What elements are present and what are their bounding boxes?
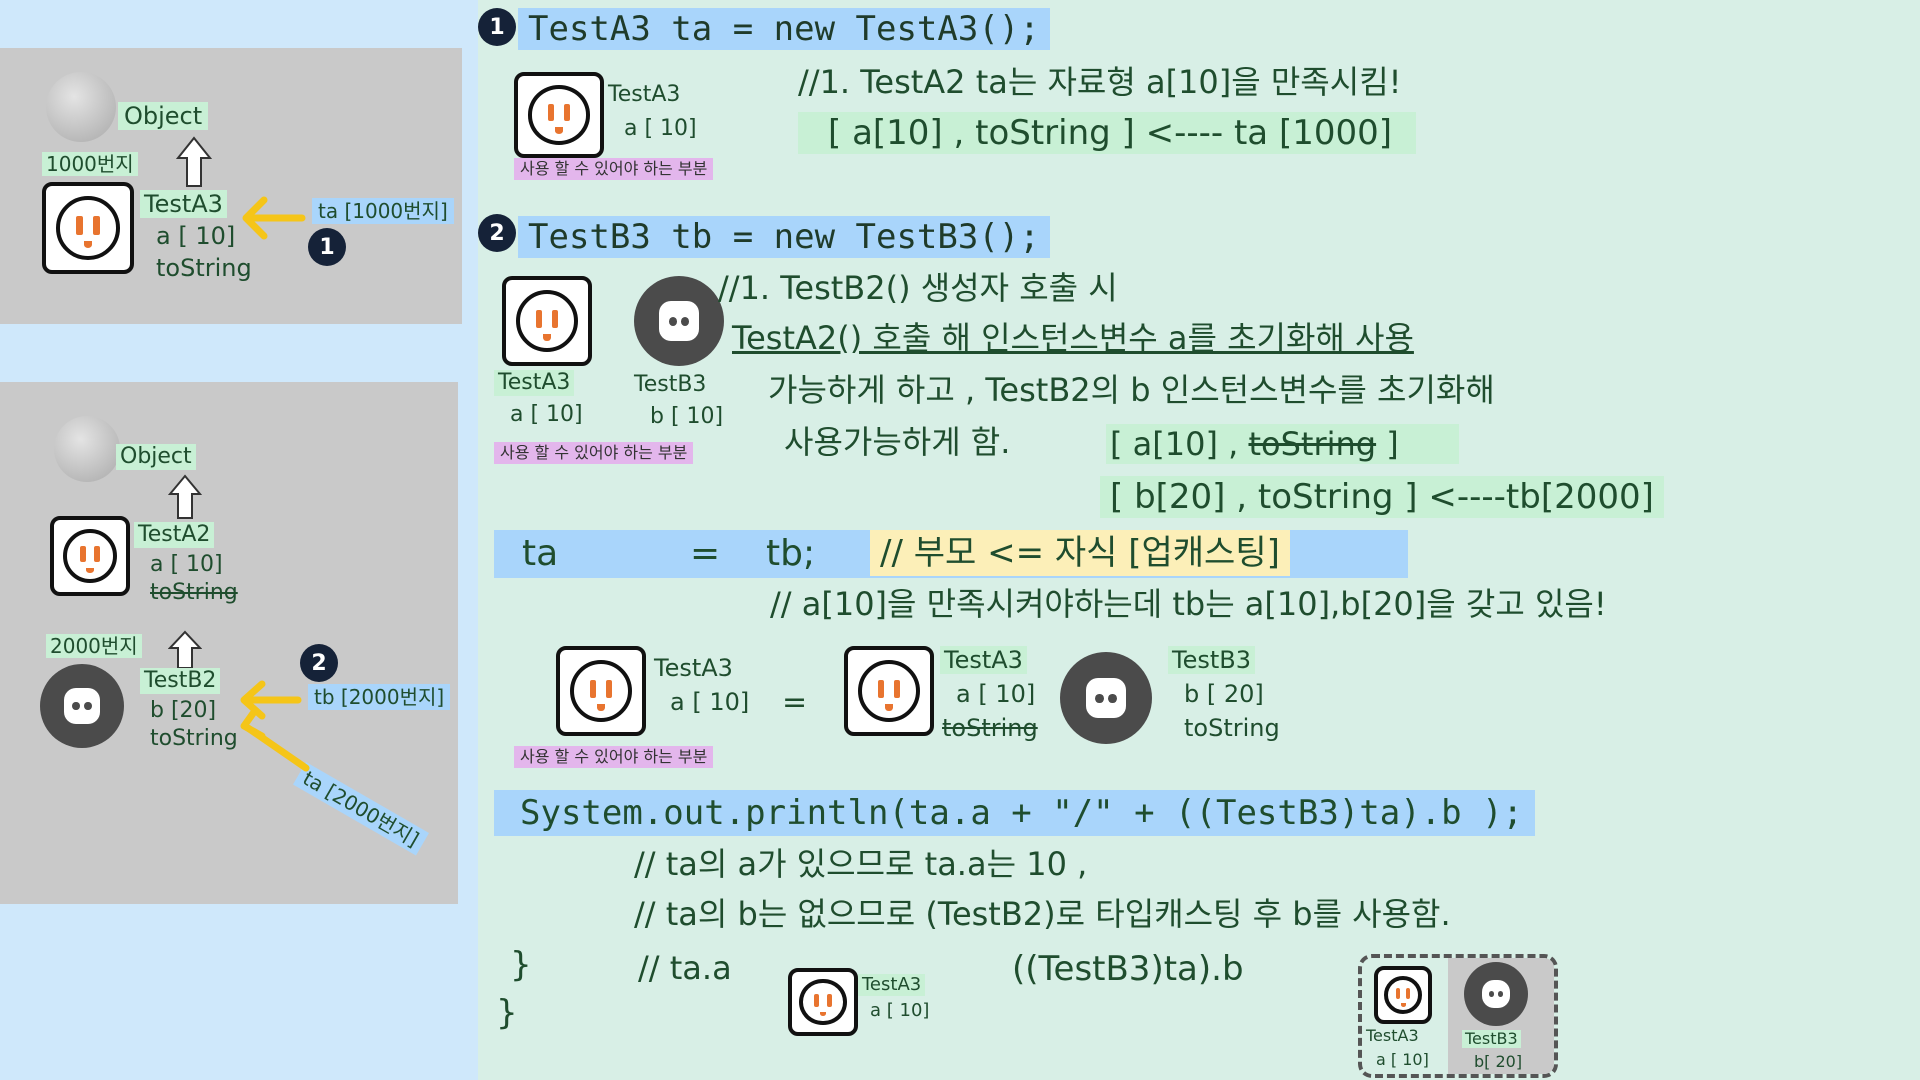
left-panel-bottom: Object TestA2 a [ 10] toString 2000번지 Te… [0,382,458,904]
compare-left-class: TestA3 [654,654,733,682]
section2-class-a: TestA3 [494,370,575,396]
section2-badge: 2 [478,214,516,252]
section2-line1: //1. TestB2() 생성자 호출 시 [718,269,1118,307]
section2-code: TestB3 tb = new TestB3(); [518,216,1050,258]
compare-right-plug-icon [1060,652,1152,744]
bracket1-post: ] [1386,425,1399,463]
ref-tb-label: tb [2000번지] [308,684,451,710]
section1-class: TestA3 [608,82,681,107]
section2-line4: 사용가능하게 함. [784,423,1011,461]
method-label: toString [156,254,252,282]
println-brace2: } [496,993,518,1033]
assign-ta: ta [522,533,559,574]
cast-field-b: b[ 20] [1474,1052,1523,1071]
println-small-field: a [ 10] [870,1000,930,1021]
method-a2-label: toString [150,580,238,605]
println-cast: ((TestB3)ta).b [1012,949,1244,989]
compare-must-label: 사용 할 수 있어야 하는 부분 [514,746,714,768]
section1-comment: //1. TestA2 ta는 자료형 a[10]을 만족시킴! [798,63,1402,101]
section2-class-b: TestB3 [634,372,707,397]
main-area: 1 TestA3 ta = new TestA3(); TestA3 a [ 1… [478,0,1920,1080]
object-label: Object [116,444,196,470]
testb2-plug-icon [40,664,124,748]
field-b-label: b [20] [150,698,217,723]
cast-plug-icon [1464,962,1528,1026]
println-outlet-icon [788,968,858,1036]
cast-field-a: a [ 10] [1376,1050,1429,1069]
object-label: Object [118,102,209,130]
section2-field-a: a [ 10] [510,402,583,427]
arrow-ta-head [242,196,268,240]
section1-outlet-icon [514,72,604,158]
cast-class-a: TestA3 [1366,1026,1419,1045]
assign-tb: tb; [766,533,816,574]
object-sphere [46,72,116,142]
field-a-label: a [ 10] [156,222,236,250]
address-label: 1000번지 [42,152,138,176]
println-code: System.out.println(ta.a + "/" + ((TestB3… [494,790,1536,836]
cast-object-box [1358,954,1558,1078]
testa2-outlet-icon [50,516,130,596]
object-sphere [54,416,120,482]
println-small-class: TestA3 [858,974,926,996]
step-badge-1: 1 [308,228,346,266]
section2-bracket2: [ b[20] , toString ] <----tb[2000] [1100,476,1664,518]
section1-field: a [ 10] [624,116,697,141]
compare-mid-method: toString [942,714,1038,742]
assign-eq: = [690,533,721,574]
address-label: 2000번지 [46,634,142,658]
class-label: TestA3 [140,190,227,218]
section2-outlet-icon [502,276,592,366]
testa3-outlet-icon [42,182,134,274]
section2-must-label: 사용 할 수 있어야 하는 부분 [494,442,694,464]
println-comment2: // ta의 b는 없으므로 (TestB2)로 타입캐스팅 후 b를 사용함. [634,895,1451,933]
compare-right-method: toString [1184,714,1280,742]
section1-bracket: [ a[10] , toString ] <---- ta [1000] [798,112,1417,154]
compare-left-field: a [ 10] [670,688,750,716]
compare-right-class: TestB3 [1168,646,1255,674]
field-a-label: a [ 10] [150,552,223,577]
compare-mid-outlet-icon [844,646,934,736]
arrow-ta2-head [240,708,266,740]
compare-mid-class: TestA3 [940,646,1027,674]
ref-label: ta [1000번지] [312,198,454,224]
compare-right-field: b [ 20] [1184,680,1264,708]
assign-comment2: // a[10]을 만족시켜야하는데 tb는 a[10],b[20]을 갖고 있… [770,585,1607,623]
step-badge-2: 2 [300,644,338,682]
assign-comment: // 부모 <= 자식 [업캐스팅] [870,530,1290,576]
cast-outlet-icon [1374,966,1432,1024]
section1-must-label: 사용 할 수 있어야 하는 부분 [514,158,714,180]
section1-badge: 1 [478,8,516,46]
class-a2-label: TestA2 [134,522,215,548]
reference-arrows [240,196,310,772]
section1-code: TestA3 ta = new TestA3(); [518,8,1050,50]
class-b2-label: TestB2 [140,668,221,694]
compare-left-outlet-icon [556,646,646,736]
method-b2-label: toString [150,726,238,751]
section2-bracket1: [ a[10] , toString ] [1106,424,1459,464]
bracket1-strike: toString [1248,425,1377,463]
left-panel-top: Object 1000번지 TestA3 a [ 10] toString ta… [0,48,462,324]
inherit-arrow-icon [167,474,203,524]
println-brace1: } [510,945,532,985]
println-comment1: // ta의 a가 있으므로 ta.a는 10 , [634,845,1088,883]
cast-class-b: TestB3 [1462,1030,1521,1048]
section2-field-b: b [ 10] [650,404,724,429]
inherit-arrow-icon [175,136,213,192]
bracket1-pre: [ a[10] , [1110,425,1239,463]
section2-plug-icon [634,276,724,366]
section2-line3: 가능하게 하고 , TestB2의 b 인스턴스변수를 초기화해 [768,371,1495,409]
compare-mid-field: a [ 10] [956,680,1036,708]
section2-line2: TestA2() 호출 해 인스턴스변수 a를 초기화해 사용 [732,319,1414,357]
println-comment3: // ta.a [638,949,732,987]
compare-eq: = [782,685,808,720]
